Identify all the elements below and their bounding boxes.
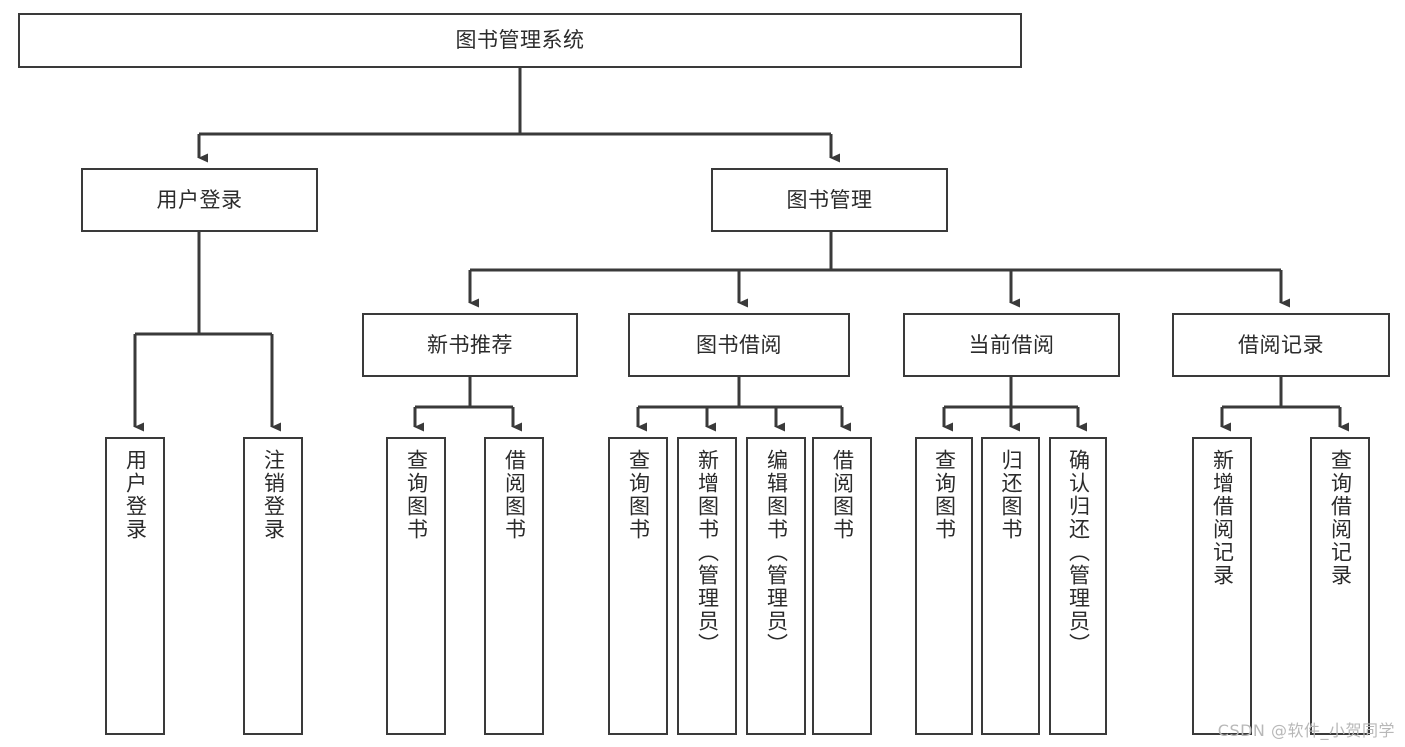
node-leaf-query-book-3[interactable]: 查询图书 — [915, 437, 973, 735]
node-new-book-recommend[interactable]: 新书推荐 — [362, 313, 578, 377]
node-leaf-query-book-1-label: 查询图书 — [404, 449, 429, 541]
node-leaf-return-book-label: 归还图书 — [999, 449, 1023, 541]
node-leaf-confirm-return[interactable]: 确认归还（管理员） — [1049, 437, 1107, 735]
node-leaf-query-borrow-record[interactable]: 查询借阅记录 — [1310, 437, 1370, 735]
node-leaf-add-borrow-record[interactable]: 新增借阅记录 — [1192, 437, 1252, 735]
node-leaf-query-book-2[interactable]: 查询图书 — [608, 437, 668, 735]
node-leaf-logout-login[interactable]: 注销登录 — [243, 437, 303, 735]
csdn-watermark: CSDN @软件_小贺同学 — [1217, 721, 1395, 740]
node-root-system-label: 图书管理系统 — [455, 28, 585, 53]
node-leaf-confirm-return-label: 确认归还（管理员） — [1066, 449, 1091, 656]
node-borrow-record-label: 借阅记录 — [1238, 332, 1324, 357]
node-book-management-label: 图书管理 — [786, 187, 873, 212]
node-leaf-query-borrow-record-label: 查询借阅记录 — [1328, 449, 1353, 587]
node-leaf-edit-book-label: 编辑图书（管理员） — [764, 449, 789, 656]
node-book-management[interactable]: 图书管理 — [711, 168, 948, 232]
node-leaf-borrow-book-1-label: 借阅图书 — [502, 449, 527, 541]
node-leaf-add-book-label: 新增图书（管理员） — [695, 449, 720, 656]
node-leaf-edit-book[interactable]: 编辑图书（管理员） — [746, 437, 806, 735]
node-user-login[interactable]: 用户登录 — [81, 168, 318, 232]
node-leaf-return-book[interactable]: 归还图书 — [981, 437, 1040, 735]
node-leaf-query-book-1[interactable]: 查询图书 — [386, 437, 446, 735]
node-borrow-record[interactable]: 借阅记录 — [1172, 313, 1390, 377]
node-book-borrow-label: 图书借阅 — [696, 332, 782, 357]
node-leaf-user-login-label: 用户登录 — [123, 449, 148, 541]
node-root-system[interactable]: 图书管理系统 — [18, 13, 1022, 68]
node-leaf-add-book[interactable]: 新增图书（管理员） — [677, 437, 737, 735]
node-leaf-logout-login-label: 注销登录 — [261, 449, 286, 541]
node-book-borrow[interactable]: 图书借阅 — [628, 313, 850, 377]
node-leaf-borrow-book-2[interactable]: 借阅图书 — [812, 437, 872, 735]
node-user-login-label: 用户登录 — [156, 187, 243, 212]
node-new-book-recommend-label: 新书推荐 — [427, 332, 513, 357]
node-leaf-borrow-book-1[interactable]: 借阅图书 — [484, 437, 544, 735]
node-current-borrow[interactable]: 当前借阅 — [903, 313, 1120, 377]
node-leaf-add-borrow-record-label: 新增借阅记录 — [1210, 449, 1235, 587]
node-current-borrow-label: 当前借阅 — [968, 332, 1055, 357]
node-leaf-query-book-3-label: 查询图书 — [932, 449, 957, 541]
node-leaf-user-login[interactable]: 用户登录 — [105, 437, 165, 735]
node-leaf-borrow-book-2-label: 借阅图书 — [830, 449, 855, 541]
node-leaf-query-book-2-label: 查询图书 — [626, 449, 651, 541]
